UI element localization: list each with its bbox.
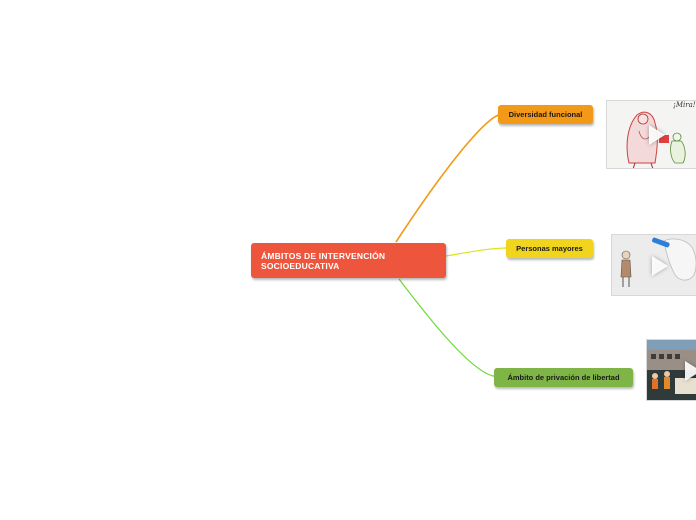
topic-node-personas-mayores[interactable]: Personas mayores <box>506 239 593 258</box>
play-icon <box>685 361 696 381</box>
central-topic-label: ÁMBITOS DE INTERVENCIÓN SOCIOEDUCATIVA <box>261 250 386 271</box>
video-thumbnail-personas-mayores[interactable] <box>611 234 696 296</box>
topic-node-diversidad-funcional[interactable]: Diversidad funcional <box>498 105 593 124</box>
drawing-caption: ¡Mira! <box>673 101 696 109</box>
scene-illustration <box>647 340 696 400</box>
drawing-illustration <box>626 111 686 168</box>
play-icon <box>652 256 668 276</box>
video-thumbnail-diversidad[interactable]: ¡Mira! <box>606 100 696 169</box>
topic-label: Personas mayores <box>516 244 583 253</box>
connector-line-diversidad <box>395 113 501 243</box>
topic-node-privacion-libertad[interactable]: Ámbito de privación de libertad <box>494 368 633 387</box>
connector-line-mayores <box>445 247 509 257</box>
video-thumbnail-privacion-libertad[interactable] <box>646 339 696 401</box>
topic-label: Ámbito de privación de libertad <box>507 373 620 382</box>
central-topic-node[interactable]: ÁMBITOS DE INTERVENCIÓN SOCIOEDUCATIVA <box>251 243 446 278</box>
connector-line-privacion <box>398 278 496 377</box>
topic-label: Diversidad funcional <box>508 110 583 119</box>
whiteboard-illustration <box>620 237 696 287</box>
play-icon <box>649 125 665 145</box>
